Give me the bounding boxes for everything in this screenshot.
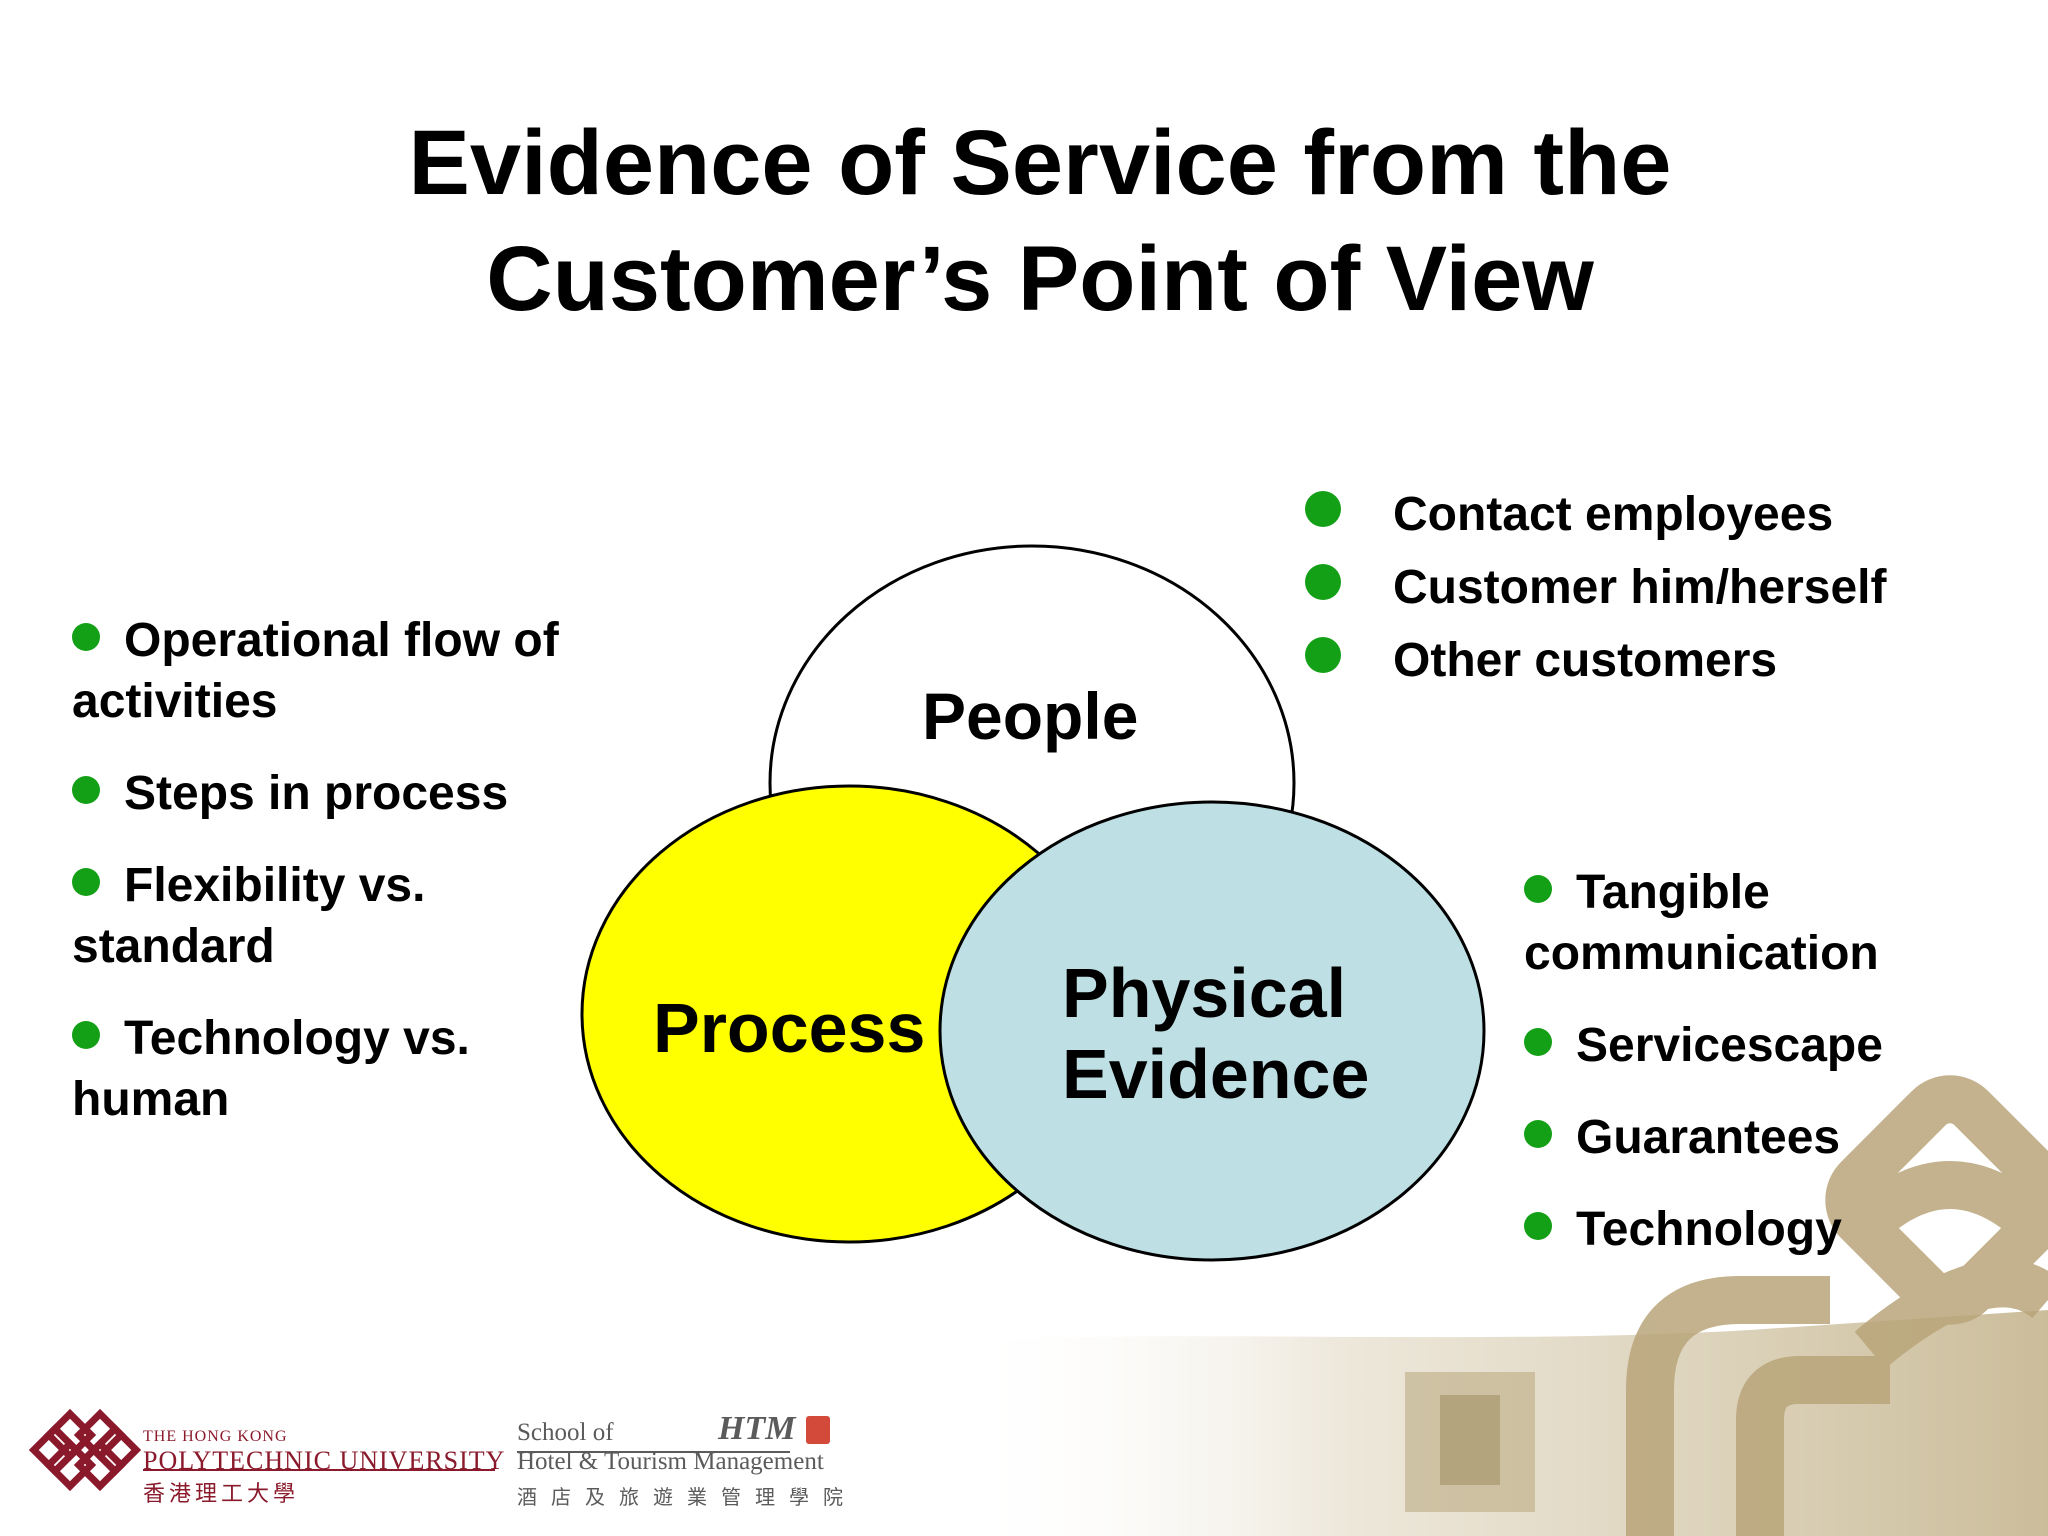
bullet-icon <box>1305 564 1341 601</box>
title-line-2: Customer’s Point of View <box>486 228 1594 330</box>
polyu-wordmark: THE HONG KONG POLYTECHNIC UNIVERSITY 香港理… <box>143 1428 506 1506</box>
htm-chinese-name: 酒店及旅遊業管理學院 <box>517 1487 857 1509</box>
list-item: Servicescape <box>1524 1015 2044 1076</box>
bullet-icon <box>72 868 100 897</box>
bullet-icon <box>1524 1120 1552 1149</box>
title-line-1: Evidence of Service from the <box>408 112 1672 214</box>
bullet-icon <box>72 1021 100 1050</box>
page-title: Evidence of Service from the Customer’s … <box>0 105 2048 337</box>
bullet-icon <box>1524 1028 1552 1057</box>
bullet-icon <box>72 623 100 652</box>
list-item: Flexibility vs.standard <box>72 859 426 973</box>
process-label: Process <box>653 989 926 1067</box>
htm-wordmark: School of Hotel & Tourism Management <box>517 1419 824 1475</box>
people-label: People <box>922 679 1139 753</box>
physical-evidence-circle <box>938 800 1486 1262</box>
bullet-icon <box>1524 875 1552 904</box>
list-item: Technology <box>1524 1199 2044 1260</box>
seal-icon <box>806 1416 830 1444</box>
htm-logo: HTM <box>718 1410 796 1447</box>
list-item: Steps in process <box>72 763 632 824</box>
physical-label-line-2: Evidence <box>1062 1035 1370 1113</box>
polyu-logo-icon <box>28 1408 142 1492</box>
people-list: Contact employees Customer him/herself O… <box>1305 478 2005 697</box>
list-item: Customer him/herself <box>1305 551 2005 624</box>
list-item: Other customers <box>1305 624 2005 697</box>
list-item: Technology vs.human <box>72 1012 470 1126</box>
list-item: Guarantees <box>1524 1107 2044 1168</box>
bullet-icon <box>72 776 100 805</box>
physical-label-line-1: Physical <box>1062 954 1347 1032</box>
emblem-watermark <box>1626 1075 2048 1536</box>
physical-evidence-label: Physical Evidence <box>1062 953 1369 1115</box>
list-item: Contact employees <box>1305 478 2005 551</box>
bullet-icon <box>1305 491 1341 528</box>
bullet-icon <box>1305 637 1341 674</box>
bullet-icon <box>1524 1212 1552 1241</box>
